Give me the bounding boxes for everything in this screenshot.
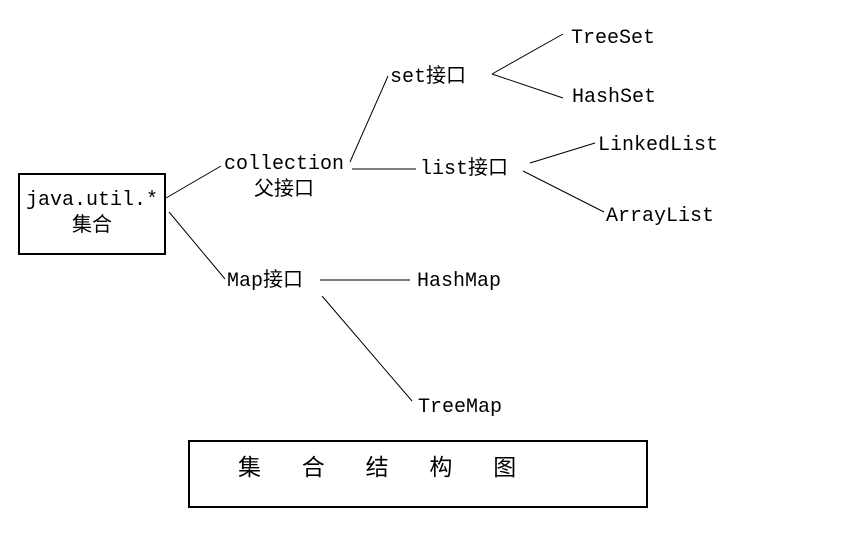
leaf-linkedlist: LinkedList	[598, 134, 719, 157]
leaf-hashset: HashSet	[572, 86, 657, 109]
node-set-interface: set接口	[390, 66, 467, 89]
caption-box	[188, 440, 648, 508]
caption-title: 集 合 结 构 图	[238, 456, 517, 482]
node-map-interface: Map接口	[227, 270, 304, 293]
root-node-label: java.util.*	[25, 189, 159, 212]
edge-collection-set	[349, 75, 389, 163]
leaf-arraylist: ArrayList	[606, 205, 715, 228]
node-collection: collection 父接口	[222, 152, 346, 204]
root-node-subtitle: 集合	[72, 215, 112, 238]
edge-set-hashset	[491, 73, 564, 99]
node-list-interface: list接口	[420, 158, 509, 181]
edge-root-map	[168, 211, 226, 280]
edge-map-treemap	[321, 295, 413, 402]
node-collection-subtitle: 父接口	[254, 179, 314, 202]
edge-list-linkedlist	[529, 142, 596, 164]
leaf-treemap: TreeMap	[418, 396, 503, 419]
edge-list-arraylist	[522, 170, 605, 213]
leaf-treeset: TreeSet	[571, 27, 656, 50]
leaf-hashmap: HashMap	[417, 270, 502, 293]
edge-set-treeset	[491, 33, 564, 75]
root-node-box: java.util.* 集合	[18, 173, 166, 255]
edge-root-collection	[165, 165, 222, 199]
node-collection-label: collection	[223, 153, 345, 176]
